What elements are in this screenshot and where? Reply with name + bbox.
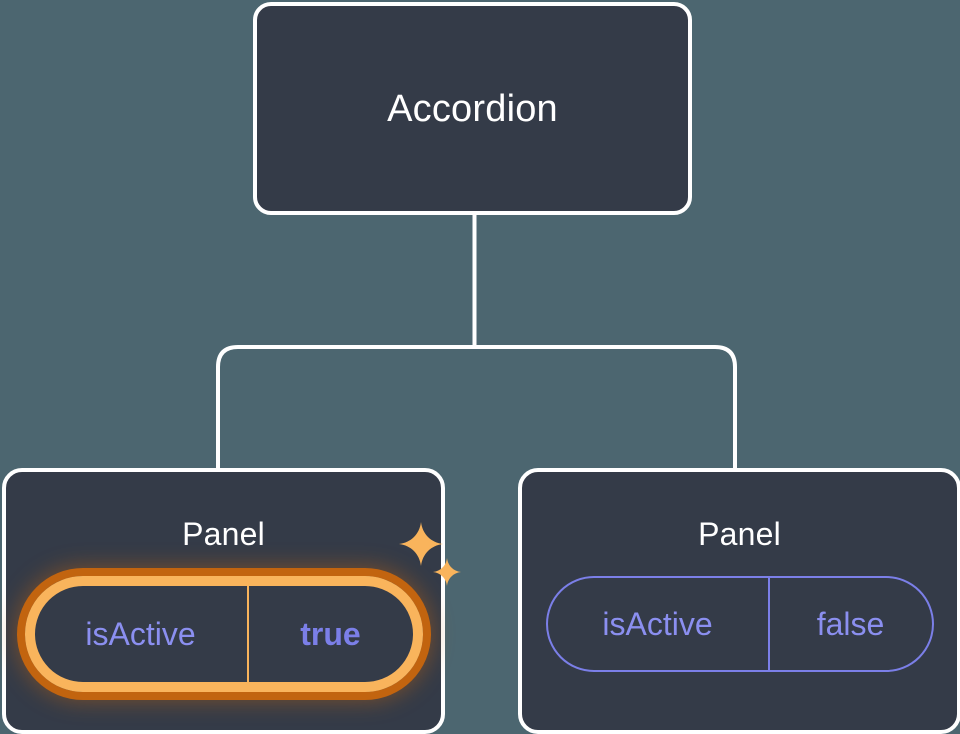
node-panel-left[interactable]: Panel isActive true	[2, 468, 461, 734]
node-panel-right[interactable]: Panel isActive false	[518, 468, 960, 734]
prop-pill-isactive-false[interactable]: isActive false	[545, 576, 934, 672]
prop-pill-isactive-true[interactable]: isActive true	[24, 576, 423, 692]
edge-branch-to-panel-left	[216, 345, 475, 470]
prop-pill-right-wrapper: isActive false	[545, 576, 934, 672]
prop-value-left: true	[246, 586, 413, 682]
prop-pill-left-wrapper: isActive true	[24, 522, 461, 692]
prop-key-left: isActive	[85, 616, 196, 652]
node-panel-left-title: Panel	[182, 516, 265, 552]
edge-branch-to-panel-right	[474, 345, 737, 470]
sparkle-icon	[432, 558, 461, 586]
sparkle-group	[398, 522, 469, 602]
prop-key-right: isActive	[602, 606, 713, 642]
node-panel-right-title: Panel	[698, 516, 781, 552]
node-accordion-title: Accordion	[387, 87, 558, 130]
sparkle-icon	[398, 522, 443, 566]
node-accordion[interactable]: Accordion	[253, 2, 692, 215]
prop-value-right: false	[767, 578, 932, 670]
